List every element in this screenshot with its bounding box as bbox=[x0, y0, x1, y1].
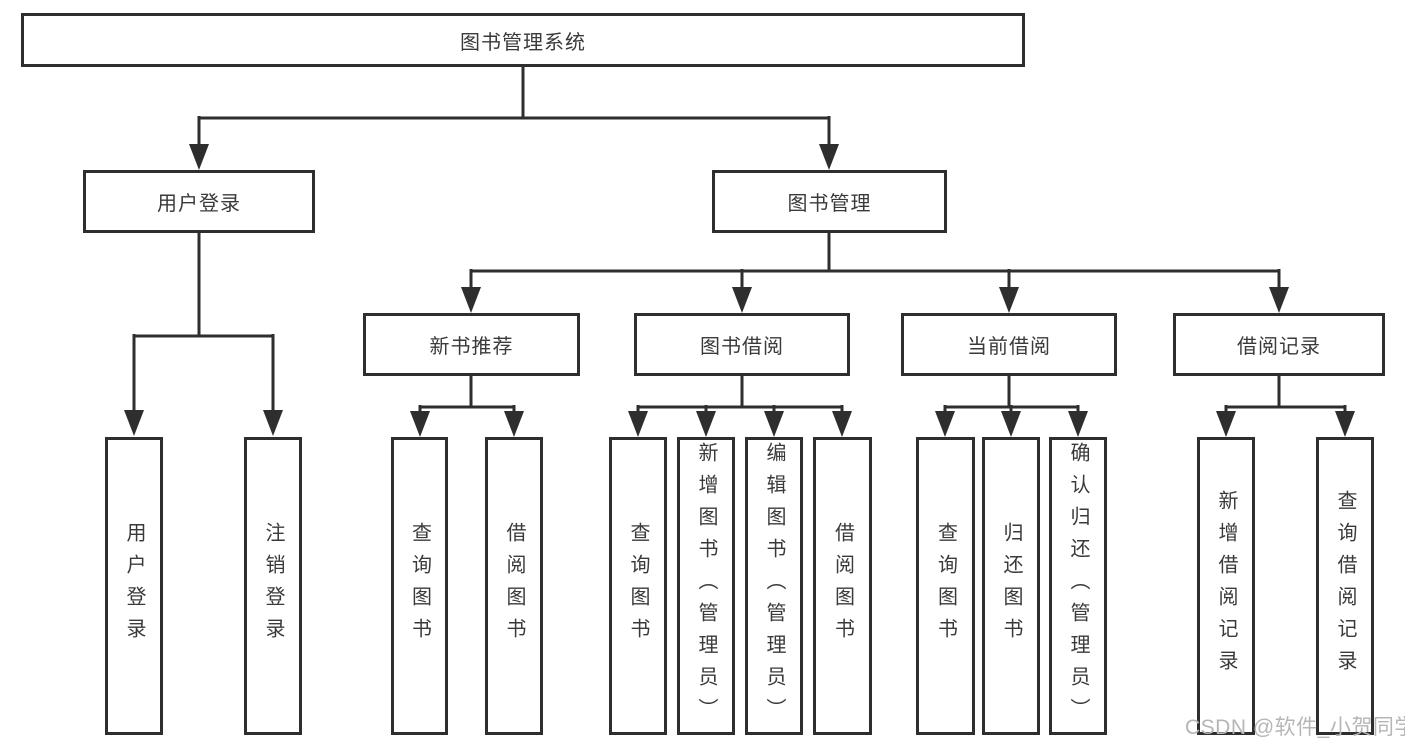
node-label: 查询图书 bbox=[627, 522, 649, 650]
node-label: 新书推荐 bbox=[429, 336, 514, 358]
node-label: 借阅记录 bbox=[1237, 336, 1321, 358]
node-new-book-recommend: 新书推荐 bbox=[363, 313, 580, 376]
node-label: 借阅图书 bbox=[503, 522, 525, 650]
leaf-add-borrow-record: 新增借阅记录 bbox=[1197, 437, 1255, 735]
arrowhead-icon bbox=[1216, 411, 1236, 437]
leaf-borrow-books: 借阅图书 bbox=[813, 437, 872, 735]
node-label: 图书管理 bbox=[787, 193, 872, 215]
node-current-borrow: 当前借阅 bbox=[901, 313, 1117, 376]
node-label: 确认归还（管理员） bbox=[1067, 442, 1089, 730]
arrowhead-icon bbox=[1068, 411, 1088, 437]
node-label: 注销登录 bbox=[262, 522, 284, 650]
arrowhead-icon bbox=[504, 411, 524, 437]
node-label: 新增图书（管理员） bbox=[695, 442, 717, 730]
node-label: 图书借阅 bbox=[700, 336, 784, 358]
arrowhead-icon bbox=[263, 410, 283, 436]
arrowhead-icon bbox=[999, 287, 1019, 313]
node-label: 查询图书 bbox=[408, 522, 431, 650]
node-label: 编辑图书（管理员） bbox=[763, 442, 785, 730]
node-label: 借阅图书 bbox=[831, 522, 854, 650]
arrowhead-icon bbox=[124, 410, 144, 436]
node-book-borrow: 图书借阅 bbox=[634, 313, 850, 376]
node-label: 用户登录 bbox=[157, 193, 241, 215]
edge-current-borrow-children bbox=[935, 376, 1088, 437]
node-user-login: 用户登录 bbox=[83, 170, 315, 233]
node-label: 归还图书 bbox=[1000, 522, 1022, 650]
arrowhead-icon bbox=[732, 287, 752, 313]
node-borrow-records: 借阅记录 bbox=[1173, 313, 1385, 376]
leaf-confirm-return-admin: 确认归还（管理员） bbox=[1049, 437, 1107, 735]
node-root-library-management-system: 图书管理系统 bbox=[21, 13, 1025, 67]
leaf-query-borrow-record: 查询借阅记录 bbox=[1316, 437, 1374, 735]
node-book-management: 图书管理 bbox=[712, 170, 947, 233]
leaf-query-books-recommend: 查询图书 bbox=[391, 437, 448, 735]
leaf-edit-books-admin: 编辑图书（管理员） bbox=[745, 437, 803, 735]
node-label: 新增借阅记录 bbox=[1215, 490, 1237, 682]
arrowhead-icon bbox=[461, 287, 481, 313]
edge-borrow-records-children bbox=[1216, 376, 1355, 437]
arrowhead-icon bbox=[1335, 411, 1355, 437]
leaf-return-books: 归还图书 bbox=[982, 437, 1040, 735]
leaf-user-login: 用户登录 bbox=[105, 437, 163, 735]
edge-book-management-children bbox=[461, 233, 1289, 313]
node-label: 查询借阅记录 bbox=[1334, 490, 1356, 682]
arrowhead-icon bbox=[935, 411, 955, 437]
edge-new-book-recommend-children bbox=[410, 376, 524, 437]
leaf-logout: 注销登录 bbox=[244, 437, 302, 735]
arrowhead-icon bbox=[410, 411, 430, 437]
leaf-borrow-books-recommend: 借阅图书 bbox=[485, 437, 543, 735]
node-label: 用户登录 bbox=[123, 522, 145, 650]
arrowhead-icon bbox=[189, 144, 209, 170]
node-label: 当前借阅 bbox=[967, 336, 1051, 358]
arrowhead-icon bbox=[628, 411, 648, 437]
arrowhead-icon bbox=[696, 411, 716, 437]
edge-book-borrow-children bbox=[628, 376, 852, 437]
arrowhead-icon bbox=[764, 411, 784, 437]
leaf-query-books-current: 查询图书 bbox=[916, 437, 975, 735]
node-label: 查询图书 bbox=[934, 522, 957, 650]
node-label: 图书管理系统 bbox=[460, 31, 586, 54]
edge-user-login-children bbox=[124, 233, 283, 436]
edge-root-to-level2 bbox=[189, 67, 839, 170]
leaf-add-books-admin: 新增图书（管理员） bbox=[677, 437, 735, 735]
arrowhead-icon bbox=[1001, 411, 1021, 437]
arrowhead-icon bbox=[819, 144, 839, 170]
arrowhead-icon bbox=[832, 411, 852, 437]
arrowhead-icon bbox=[1269, 287, 1289, 313]
leaf-query-books-borrow: 查询图书 bbox=[609, 437, 667, 735]
